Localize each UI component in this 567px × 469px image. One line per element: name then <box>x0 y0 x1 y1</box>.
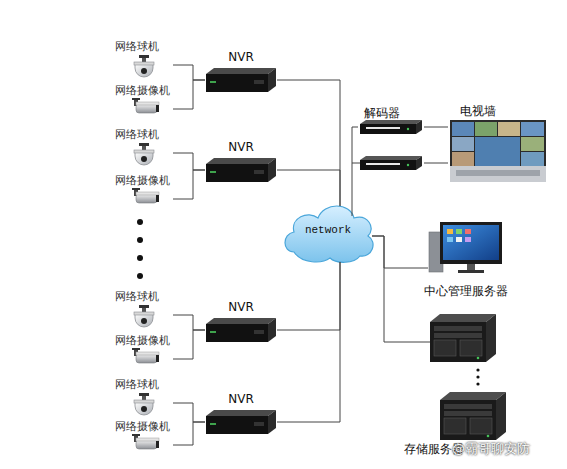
node-label: 解码器 <box>364 106 400 120</box>
node-label: 网络摄像机 <box>115 334 170 347</box>
network-link <box>277 80 340 206</box>
node-label: 中心管理服务器 <box>424 284 508 298</box>
network-link <box>173 170 205 199</box>
node-label: network <box>280 224 376 237</box>
camera-node: 网络摄像机 <box>115 334 173 370</box>
node-label: NVR <box>205 140 277 154</box>
network-link <box>372 236 430 342</box>
network-link <box>173 153 205 170</box>
node-label: NVR <box>205 392 277 406</box>
network-link <box>372 236 428 268</box>
network-link <box>424 127 448 128</box>
server-node: 中心管理服务器 <box>428 220 504 302</box>
node-label: 网络摄像机 <box>115 420 170 433</box>
camera-node: 网络球机 <box>115 40 173 82</box>
nvr-node: NVR <box>205 140 277 182</box>
node-label: NVR <box>205 300 277 314</box>
nvr-node: NVR <box>205 392 277 434</box>
network-cloud: network <box>280 198 376 266</box>
network-link <box>173 330 205 359</box>
camera-node: 网络摄像机 <box>115 420 173 456</box>
nvr-node: NVR <box>205 300 277 342</box>
node-label: 电视墙 <box>460 104 496 118</box>
network-link <box>173 315 205 330</box>
decoder-node: 解码器 <box>358 106 424 176</box>
network-link <box>173 65 205 80</box>
network-link <box>173 80 205 109</box>
camera-node: 网络摄像机 <box>115 84 173 120</box>
camera-node: 网络球机 <box>115 290 173 332</box>
watermark: @霸哥聊安防 <box>452 440 530 458</box>
storage-node: 存储服务器 <box>430 312 516 444</box>
camera-node: 网络球机 <box>115 128 173 170</box>
node-label: NVR <box>205 50 277 64</box>
nvr-node: NVR <box>205 50 277 92</box>
node-label: 网络球机 <box>115 378 159 391</box>
tv-wall-node: 电视墙 <box>448 104 548 186</box>
camera-node: 网络球机 <box>115 378 173 420</box>
network-link <box>352 127 358 216</box>
network-link <box>173 422 205 445</box>
node-label: 网络球机 <box>115 290 159 303</box>
node-label: 网络摄像机 <box>115 174 170 187</box>
network-link <box>173 403 205 422</box>
network-link <box>277 262 340 422</box>
network-link <box>277 262 340 330</box>
camera-node: 网络摄像机 <box>115 174 173 210</box>
node-label: 网络摄像机 <box>115 84 170 97</box>
node-label: 网络球机 <box>115 128 159 141</box>
network-link <box>277 170 340 206</box>
node-label: 网络球机 <box>115 40 159 53</box>
